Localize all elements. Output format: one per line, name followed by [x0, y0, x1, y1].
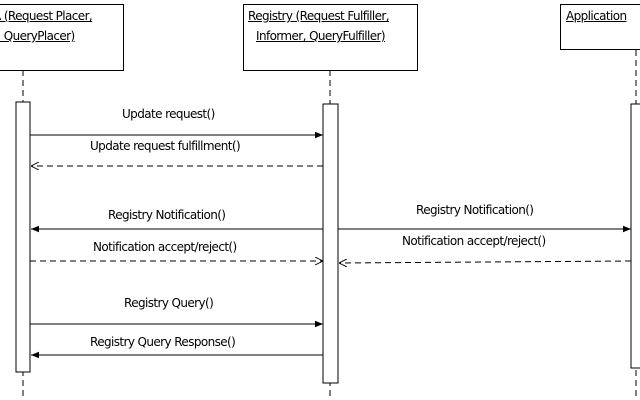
object-label-application: Application: [566, 9, 627, 23]
activation-registry: [322, 103, 339, 384]
message-label-update-request: Update request(): [122, 107, 215, 121]
message-label-update-fulfillment: Update request fulfillment(): [90, 139, 241, 153]
object-label-registry-line2: Informer, QueryFulfiller): [256, 29, 386, 43]
object-label-registry-line1: Registry (Request Fulfiller,: [248, 9, 390, 23]
activation-application: [630, 103, 640, 369]
message-label-registry-notification-2: Registry Notification(): [416, 203, 534, 217]
activation-requester: [15, 101, 31, 373]
object-label-requester-line1: A (Request Placer,: [0, 9, 93, 23]
message-label-registry-query-response: Registry Query Response(): [90, 335, 236, 349]
object-box-requester: A (Request Placer, r, QueryPlacer): [0, 4, 124, 71]
message-label-registry-query: Registry Query(): [124, 296, 214, 310]
object-box-registry: Registry (Request Fulfiller, Informer, Q…: [243, 4, 418, 71]
message-label-notification-accept-1: Notification accept/reject(): [93, 240, 237, 254]
message-arrow-notification-accept-2: [339, 261, 632, 263]
object-label-requester-line2: r, QueryPlacer): [0, 29, 75, 43]
object-box-application: Application: [560, 4, 640, 50]
message-label-registry-notification-1: Registry Notification(): [108, 208, 226, 222]
message-label-notification-accept-2: Notification accept/reject(): [402, 234, 546, 248]
